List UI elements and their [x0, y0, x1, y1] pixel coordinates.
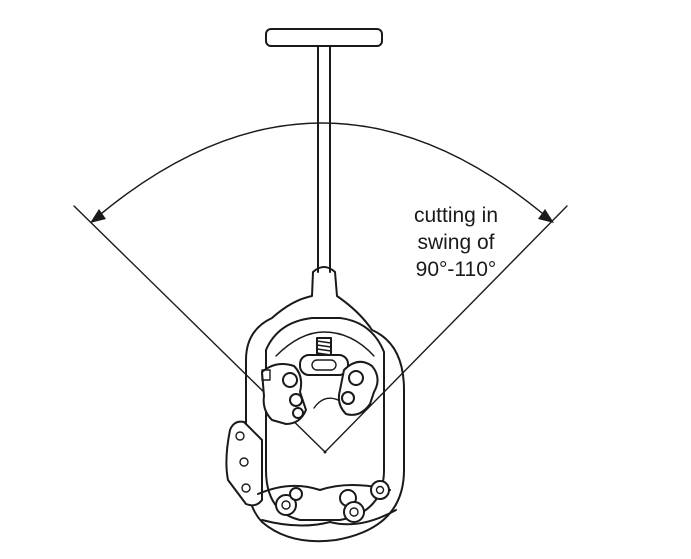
- annotation-line-2: swing of: [417, 231, 495, 254]
- swing-annotation: cutting in swing of 90°-110°: [394, 202, 518, 283]
- left-jaw-pin: [261, 369, 271, 381]
- frame-inner-arc: [275, 331, 375, 357]
- chain-upper-edge: [257, 484, 391, 495]
- jaw-link: [313, 397, 339, 409]
- upper-right-jaw: [313, 360, 379, 416]
- swing-arc-curve: [95, 122, 549, 219]
- t-handle-crossbar: [265, 28, 383, 47]
- side-latch: [225, 420, 263, 507]
- frame-outer: [245, 266, 405, 543]
- swing-line-right: [324, 205, 568, 453]
- left-jaw-roller-1-icon: [282, 372, 298, 388]
- cutter-wheel-3-icon: [343, 501, 365, 523]
- right-jaw-roller-2-icon: [341, 391, 355, 405]
- swing-arrow-left-icon: [90, 209, 106, 223]
- right-jaw-roller-1-icon: [348, 370, 364, 386]
- cutter-wheel-4-icon: [370, 480, 390, 500]
- cutter-wheel-1-icon: [275, 494, 297, 516]
- swing-arc: [90, 122, 554, 223]
- swing-arrow-right-icon: [538, 209, 554, 223]
- right-jaw-body: [337, 360, 379, 416]
- feed-screw: [299, 337, 349, 376]
- t-handle: [265, 28, 383, 273]
- annotation-line-1: cutting in: [413, 204, 499, 227]
- feed-screw-slot: [311, 359, 337, 371]
- chain-lower-edge: [261, 509, 397, 527]
- swing-pivot-point: [323, 450, 327, 454]
- upper-left-jaw: [261, 363, 307, 425]
- annotation-line-3: 90°-110°: [415, 258, 497, 281]
- lower-cutter-chain: [257, 480, 397, 527]
- latch-rivet-3-icon: [241, 483, 251, 493]
- latch-rivet-1-icon: [235, 431, 245, 441]
- feed-screw-block: [299, 354, 349, 376]
- left-jaw-roller-3-icon: [292, 407, 304, 419]
- left-jaw-roller-2-icon: [289, 393, 303, 407]
- latch-body: [225, 420, 263, 507]
- cutter-wheel-1b-icon: [289, 487, 303, 501]
- latch-rivet-2-icon: [239, 457, 249, 467]
